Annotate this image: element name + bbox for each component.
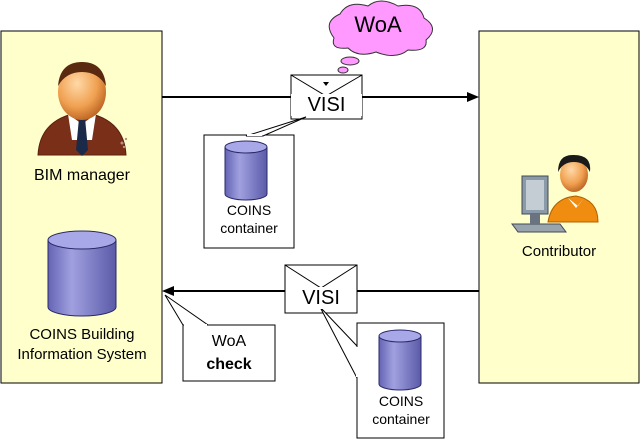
bottom-container-label-line2: container [372, 411, 430, 427]
woa-cloud [328, 0, 433, 74]
coins-system-label-line2: Information System [17, 346, 147, 363]
bim-manager-icon [37, 62, 128, 156]
cloud-label: WoA [354, 12, 402, 37]
woa-check-label-line2: check [206, 356, 252, 373]
bim-manager-label: BIM manager [33, 167, 131, 184]
contributor-icon [511, 154, 599, 233]
top-container-cylinder [224, 140, 268, 201]
top-visi-label: VISI [291, 94, 362, 116]
bottom-visi-label: VISI [286, 287, 356, 309]
top-container-label-line2: container [220, 220, 278, 236]
woa-check-label-line1: WoA [211, 333, 247, 350]
coins-building-system-cylinder [47, 230, 117, 317]
bottom-container-cylinder [378, 329, 422, 391]
woa-check-callout [164, 294, 276, 382]
bottom-container-label-line1: COINS [378, 393, 424, 409]
coins-system-label-line1: COINS Building [29, 326, 135, 343]
top-container-label-line1: COINS [226, 202, 272, 218]
contributor-label: Contributor [521, 243, 597, 260]
